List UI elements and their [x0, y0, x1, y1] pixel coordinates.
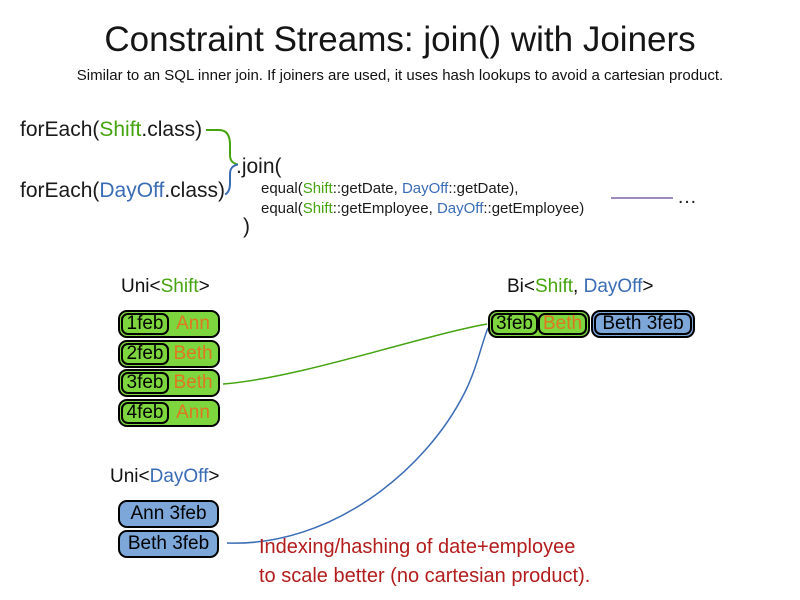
code-join-open: .join( — [236, 155, 282, 178]
shift-row-date: 2feb — [121, 342, 169, 365]
bi-row-dayoff-value: Beth 3feb — [594, 313, 692, 335]
shift-row-employee: Beth — [173, 342, 213, 364]
bi-row-shift-employee: Beth — [538, 313, 587, 335]
dayoff-type-token: DayOff — [583, 276, 643, 297]
dayoff-type-token: DayOff — [149, 466, 209, 487]
code-text: equal( — [261, 180, 303, 197]
uni-dayoff-table: Ann 3feb Beth 3feb — [118, 500, 219, 559]
code-text: equal( — [261, 200, 303, 217]
label-text: > — [642, 276, 654, 297]
code-foreach-dayoff: forEach(DayOff.class) — [20, 179, 225, 203]
code-text: ::getEmployee, — [332, 200, 437, 217]
dayoff-row: Beth 3feb — [118, 529, 219, 558]
uni-dayoff-label: Uni<DayOff> — [110, 466, 220, 488]
page-title: Constraint Streams: join() with Joiners — [104, 20, 696, 59]
bi-row-dayoff-part: Beth 3feb — [591, 310, 695, 338]
shift-row: 2feb Beth — [118, 339, 220, 368]
shift-to-bi-green-curve — [222, 323, 488, 385]
note-text: Indexing/hashing of date+employee to sca… — [259, 533, 590, 591]
shift-row-employee: Ann — [176, 313, 210, 334]
code-text: ::getDate), — [448, 180, 519, 197]
label-text: > — [208, 466, 220, 487]
shift-class-token: Shift — [302, 180, 333, 197]
dayoff-to-bi-blue-curve — [226, 327, 489, 544]
uni-shift-label: Uni<Shift> — [121, 276, 210, 298]
shift-row: 1feb Ann — [118, 310, 220, 338]
bi-label: Bi<Shift, DayOff> — [507, 276, 653, 298]
note-line-1: Indexing/hashing of date+employee — [259, 536, 576, 558]
code-foreach-shift: forEach(Shift.class) — [20, 118, 202, 142]
code-text: .class) — [164, 179, 226, 202]
shift-row-employee: Ann — [176, 401, 210, 423]
shift-type-token: Shift — [160, 276, 199, 297]
shift-row-date: 3feb — [121, 372, 169, 394]
shift-row-date: 4feb — [121, 401, 169, 424]
shift-class-token: Shift — [99, 118, 142, 141]
dayoff-class-token: DayOff — [436, 200, 484, 217]
code-text: .class) — [141, 118, 203, 141]
bi-row: 3feb Beth Beth 3feb — [488, 310, 695, 338]
label-text: , — [573, 276, 584, 297]
code-text: ::getDate, — [332, 180, 402, 197]
brace-green-connector — [206, 129, 239, 166]
label-text: Bi< — [507, 276, 535, 297]
bi-row-shift-date: 3feb — [491, 313, 538, 335]
dayoff-row: Ann 3feb — [118, 500, 219, 528]
shift-row: 3feb Beth — [118, 369, 220, 397]
code-join-close: ) — [243, 215, 250, 238]
dayoff-class-token: DayOff — [401, 180, 449, 197]
dayoff-class-token: DayOff — [99, 179, 165, 202]
shift-row-employee: Beth — [173, 372, 213, 393]
code-text: forEach( — [20, 118, 100, 141]
shift-class-token: Shift — [302, 200, 333, 217]
code-equal-employee: equal(Shift::getEmployee, DayOff::getEmp… — [261, 200, 584, 217]
shift-row: 4feb Ann — [118, 398, 220, 427]
shift-row-date: 1feb — [121, 313, 169, 335]
more-joiners-ellipsis: … — [677, 186, 699, 208]
label-text: > — [198, 276, 210, 297]
shift-type-token: Shift — [535, 276, 574, 297]
code-equal-date: equal(Shift::getDate, DayOff::getDate), — [261, 180, 518, 197]
label-text: Uni< — [110, 466, 150, 487]
code-text: forEach( — [20, 179, 100, 202]
code-text: ::getEmployee) — [483, 200, 585, 217]
bi-row-shift-part: 3feb Beth — [488, 310, 590, 338]
note-line-2: to scale better (no cartesian product). — [259, 565, 591, 587]
label-text: Uni< — [121, 276, 161, 297]
page-subtitle: Similar to an SQL inner join. If joiners… — [76, 67, 724, 84]
uni-shift-table: 1feb Ann 2feb Beth 3feb Beth 4feb Ann — [118, 310, 220, 428]
